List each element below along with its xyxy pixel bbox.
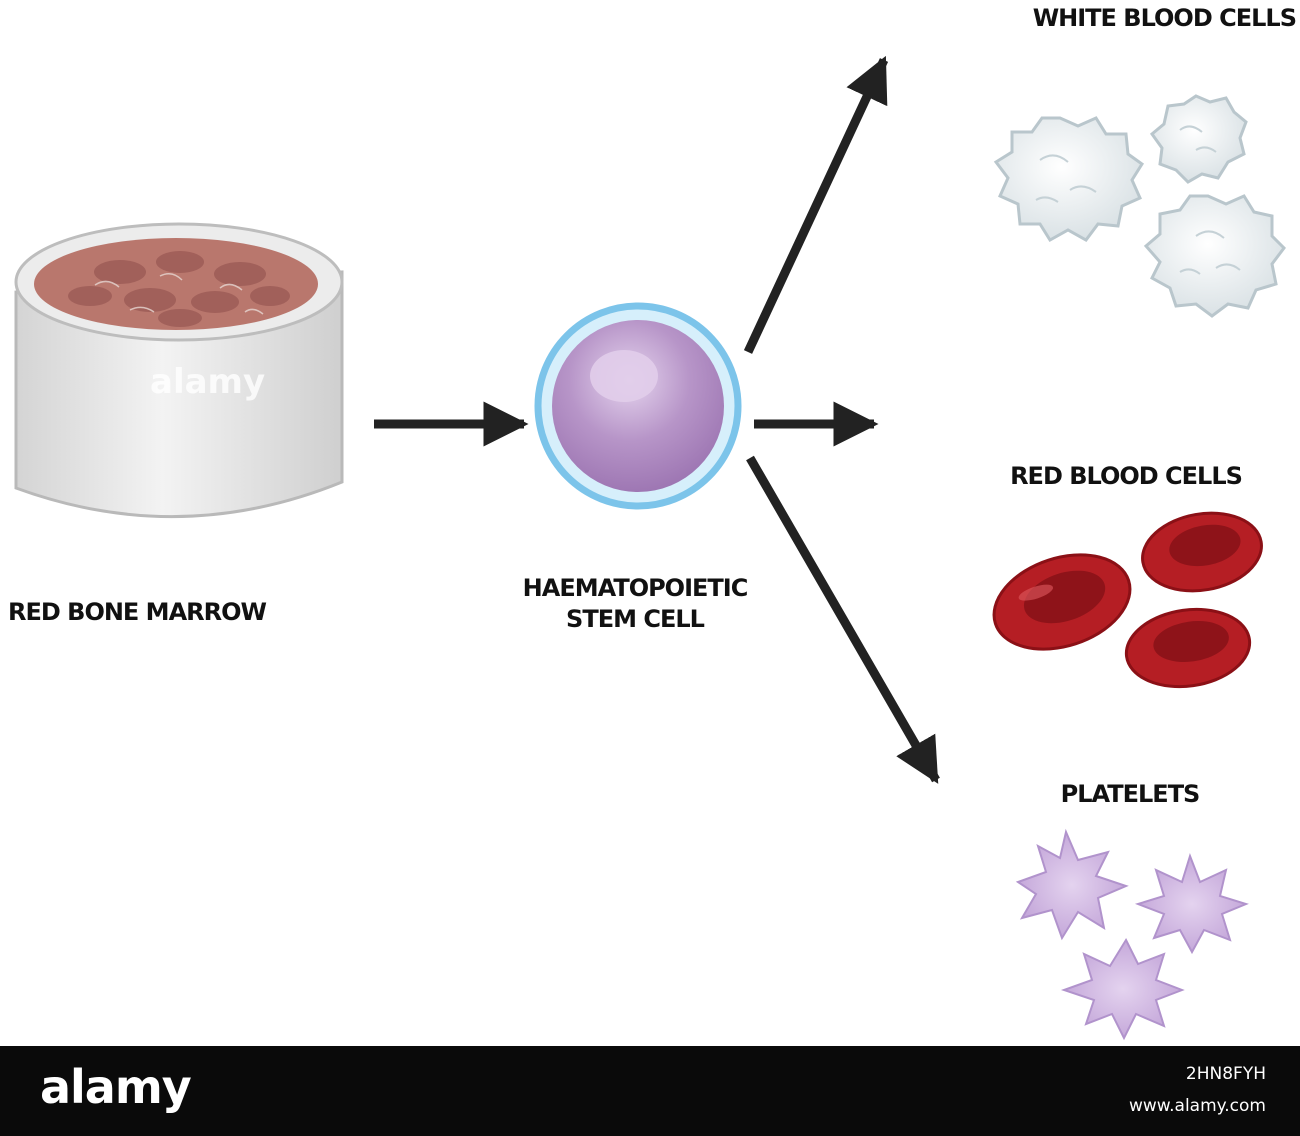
label-white-blood-cells: WHITE BLOOD CELLS [1032, 4, 1297, 32]
label-stem-cell-line1: HAEMATOPOIETIC [522, 574, 749, 602]
arrow-to-platelets [746, 455, 940, 784]
red-blood-cells-illustration [992, 511, 1263, 689]
white-blood-cells-illustration [993, 94, 1286, 318]
alamy-logo: alamy [40, 1060, 192, 1114]
diagram-svg [14, 55, 1286, 1041]
watermark-footer: alamy 2HN8FYH www.alamy.com [0, 1046, 1300, 1136]
label-stem-cell: HAEMATOPOIETIC STEM CELL [470, 574, 800, 636]
bone-marrow-illustration [14, 222, 344, 519]
stem-cell-illustration [534, 302, 742, 510]
arrow-to-white-blood-cells [743, 55, 889, 354]
label-stem-cell-line2: STEM CELL [566, 605, 705, 633]
image-id: 2HN8FYH [1185, 1064, 1266, 1084]
platelets-illustration [1015, 828, 1249, 1041]
footer-url: www.alamy.com [1128, 1096, 1266, 1116]
watermark-overlay: alamy [150, 362, 266, 402]
label-red-bone-marrow: RED BONE MARROW [8, 598, 267, 626]
diagram-canvas: alamy RED BONE MARROW HAEMATOPOIETIC STE… [8, 4, 1297, 1041]
label-red-blood-cells: RED BLOOD CELLS [1010, 462, 1243, 490]
label-platelets: PLATELETS [1060, 780, 1201, 808]
